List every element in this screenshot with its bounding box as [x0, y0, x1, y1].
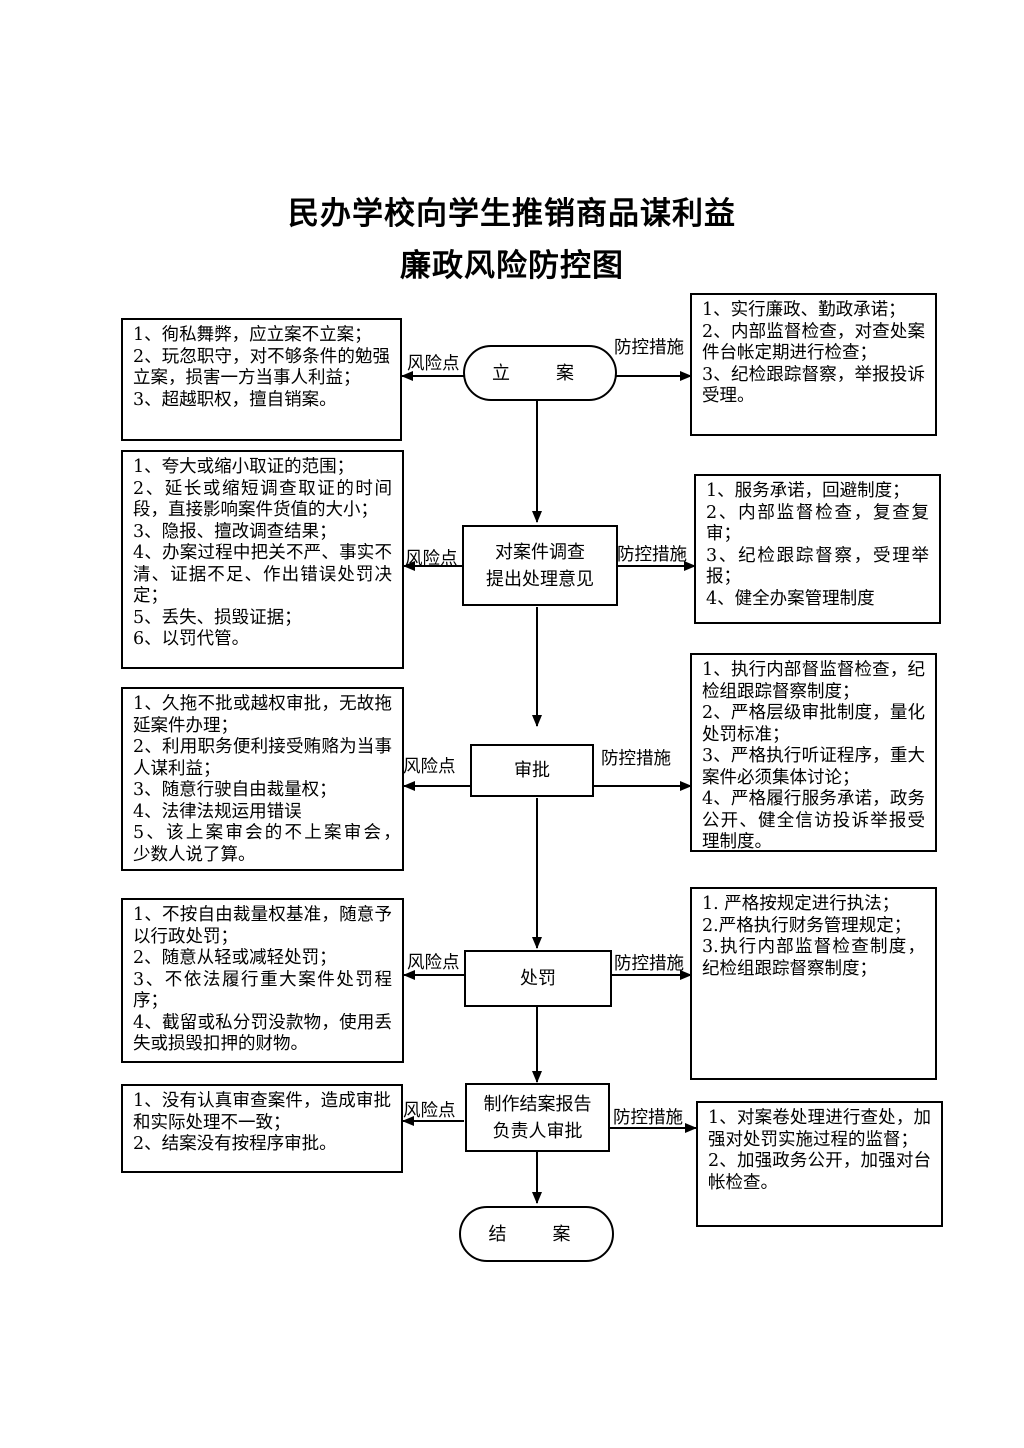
risk-label-4: 风险点: [407, 953, 460, 973]
control-label-4: 防控措施: [614, 954, 684, 974]
risk-label-3: 风险点: [403, 757, 456, 777]
step-node-5: 制作结案报告 负责人审批: [465, 1083, 610, 1152]
control-label-2: 防控措施: [617, 545, 687, 565]
control-label-5: 防控措施: [613, 1108, 683, 1128]
step-node-3: 审批: [470, 744, 594, 797]
risk-label-2: 风险点: [405, 549, 458, 569]
risk-label-5: 风险点: [403, 1101, 456, 1121]
control-label-3: 防控措施: [601, 749, 671, 769]
title-line-1: 民办学校向学生推销商品谋利益: [288, 196, 736, 232]
risk-box-3: 1、久拖不批或越权审批，无故拖延案件办理； 2、利用职务便利接受贿赂为当事人谋利…: [121, 687, 404, 871]
risk-box-4: 1、不按自由裁量权基准，随意予以行政处罚； 2、随意从轻或减轻处罚； 3、不依法…: [121, 898, 404, 1063]
control-box-1: 1、实行廉政、勤政承诺； 2、内部监督检查，对查处案件台帐定期进行检查； 3、纪…: [690, 293, 937, 436]
risk-box-5: 1、没有认真审查案件，造成审批和实际处理不一致； 2、结案没有按程序审批。: [121, 1084, 403, 1173]
control-box-3: 1、执行内部督监督检查，纪检组跟踪督察制度； 2、严格层级审批制度，量化处罚标准…: [690, 653, 937, 852]
risk-label-1: 风险点: [407, 354, 460, 374]
control-label-1: 防控措施: [614, 338, 684, 358]
step-node-1: 立 案: [463, 345, 617, 401]
step-node-2: 对案件调查 提出处理意见: [462, 525, 618, 606]
end-node: 结 案: [459, 1206, 614, 1262]
control-box-5: 1、对案卷处理进行查处，加强对处罚实施过程的监督； 2、加强政务公开，加强对台帐…: [696, 1101, 943, 1227]
risk-box-1: 1、徇私舞弊，应立案不立案； 2、玩忽职守，对不够条件的勉强立案，损害一方当事人…: [121, 318, 402, 441]
risk-box-2: 1、夸大或缩小取证的范围； 2、延长或缩短调查取证的时间段，直接影响案件货值的大…: [121, 450, 404, 669]
title-line-2: 廉政风险防控图: [400, 248, 624, 284]
control-box-2: 1、服务承诺，回避制度； 2、内部监督检查，复查复审； 3、纪检跟踪督察，受理举…: [694, 474, 941, 624]
control-box-4: 1. 严格按规定进行执法； 2.严格执行财务管理规定； 3.执行内部监督检查制度…: [690, 887, 937, 1080]
step-node-4: 处罚: [464, 950, 612, 1007]
